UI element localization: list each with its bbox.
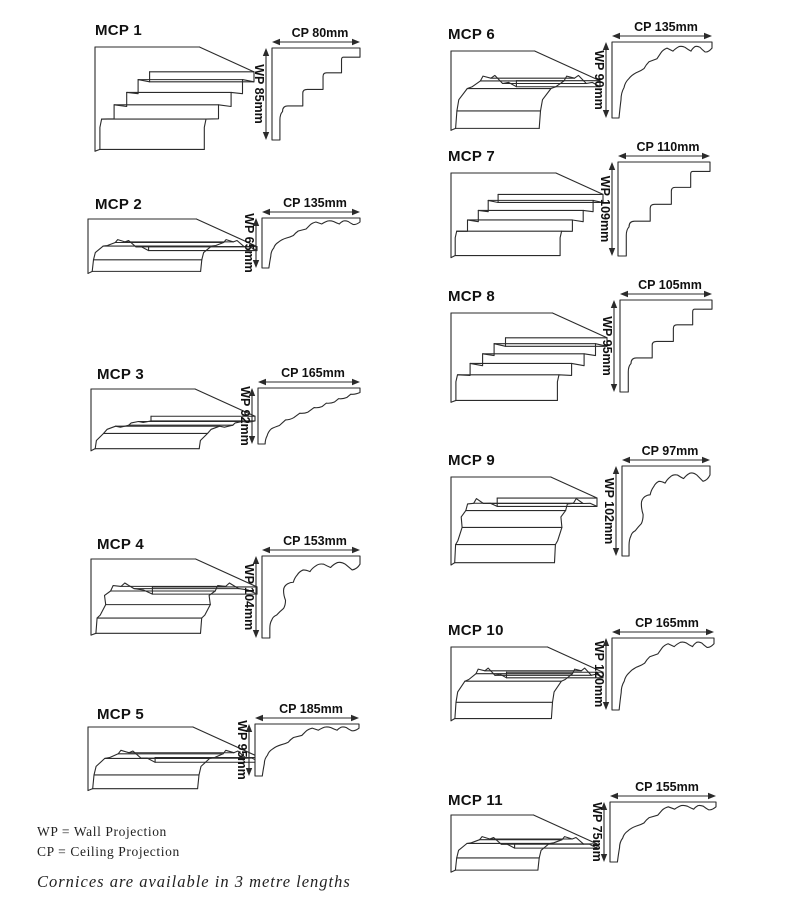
cornice-profile-drawing: CP 165mm WP 92mm [238, 366, 368, 446]
cornice-code: MCP 11 [448, 792, 503, 809]
wp-dimension-label: WP 102mm [602, 478, 616, 544]
cornice-3d-drawing [450, 814, 598, 873]
cornice-profile-drawing: CP 80mm WP 85mm [252, 26, 368, 148]
profile-cross-section [618, 162, 710, 256]
availability-note: Cornices are available in 3 metre length… [37, 872, 351, 891]
profile-cross-section [255, 724, 359, 776]
cornice-3d-drawing [94, 46, 255, 152]
dimension-legend: WP = Wall Projection CP = Ceiling Projec… [37, 822, 180, 862]
wp-dimension-label: WP 90mm [592, 50, 606, 110]
cp-dimension-label: CP 97mm [642, 444, 699, 458]
wp-dimension-label: WP 95mm [235, 720, 249, 780]
profile-cross-section [262, 556, 360, 638]
cornice-profile-drawing: CP 185mm WP 95mm [235, 702, 367, 780]
wp-dimension-label: WP 65mm [242, 213, 256, 273]
cornice-code: MCP 7 [448, 148, 496, 165]
profile-cross-section [612, 42, 712, 118]
cornice-code: MCP 1 [95, 22, 143, 39]
wp-dimension-label: WP 95mm [600, 316, 614, 376]
wp-dimension-label: WP 92mm [238, 386, 252, 446]
cornice-code: MCP 2 [95, 196, 143, 213]
cp-dimension-label: CP 153mm [283, 534, 347, 548]
cp-dimension-label: CP 165mm [635, 616, 699, 630]
cornice-3d-drawing [450, 646, 604, 722]
cornice-profile-drawing: CP 105mm WP 95mm [600, 278, 720, 400]
profile-cross-section [620, 300, 712, 392]
cornice-3d-drawing [450, 172, 604, 259]
cornice-profile-drawing: CP 110mm WP 109mm [598, 140, 718, 264]
wp-dimension-label: WP 120mm [592, 641, 606, 707]
cornice-code: MCP 10 [448, 622, 504, 639]
wp-dimension-label: WP 75mm [590, 802, 604, 862]
cornice-code: MCP 9 [448, 452, 496, 469]
legend-wp-definition: WP = Wall Projection [37, 824, 167, 839]
cornice-profile-drawing: CP 155mm WP 75mm [590, 780, 724, 870]
cp-dimension-label: CP 80mm [292, 26, 349, 40]
profile-cross-section [612, 638, 714, 710]
cp-dimension-label: CP 110mm [636, 140, 699, 154]
cp-dimension-label: CP 135mm [634, 20, 698, 34]
cornice-3d-drawing [90, 558, 258, 636]
cornice-code: MCP 6 [448, 26, 496, 43]
profile-cross-section [610, 802, 716, 862]
profile-cross-section [258, 388, 360, 444]
cornice-profile-drawing: CP 97mm WP 102mm [602, 444, 718, 564]
cornice-3d-drawing [87, 218, 258, 274]
profile-cross-section [272, 48, 360, 140]
cornice-code: MCP 5 [97, 706, 145, 723]
cp-dimension-label: CP 185mm [279, 702, 343, 716]
cp-dimension-label: CP 135mm [283, 196, 347, 210]
cornice-profile-drawing: CP 165mm WP 120mm [592, 616, 722, 718]
wp-dimension-label: WP 85mm [252, 64, 266, 124]
cornice-code: MCP 3 [97, 366, 145, 383]
cornice-profile-drawing: CP 135mm WP 65mm [242, 196, 368, 273]
cp-dimension-label: CP 155mm [635, 780, 699, 794]
cp-dimension-label: CP 105mm [638, 278, 702, 292]
cornice-code: MCP 8 [448, 288, 496, 305]
legend-cp-definition: CP = Ceiling Projection [37, 844, 180, 859]
cornice-profile-drawing: CP 135mm WP 90mm [592, 20, 720, 126]
wp-dimension-label: WP 104mm [242, 564, 256, 630]
cornice-profile-drawing: CP 153mm WP 104mm [242, 534, 368, 646]
profile-cross-section [262, 218, 360, 268]
cornice-3d-drawing [450, 50, 601, 131]
cornice-3d-drawing [450, 476, 598, 566]
cornice-code: MCP 4 [97, 536, 145, 553]
profile-cross-section [622, 466, 710, 556]
wp-dimension-label: WP 109mm [598, 176, 612, 242]
cornice-3d-drawing [90, 388, 256, 452]
cornice-3d-drawing [450, 312, 608, 403]
cp-dimension-label: CP 165mm [281, 366, 345, 380]
